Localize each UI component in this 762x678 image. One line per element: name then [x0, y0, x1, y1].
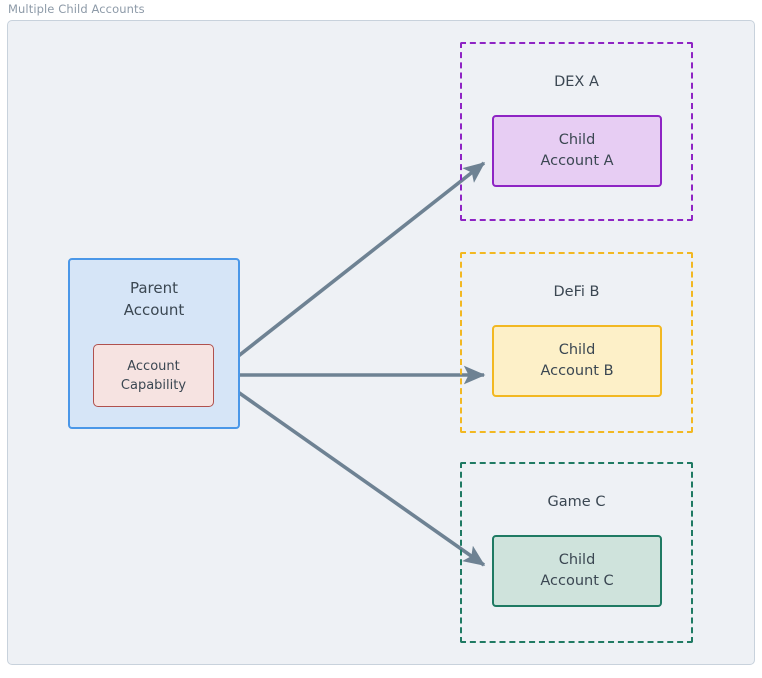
child-account-b-label-line2: Account B: [540, 363, 614, 379]
child-account-a-label-line2: Account A: [540, 153, 614, 169]
child-account-c-label-line1: Child: [558, 552, 596, 568]
child-account-b-node[interactable]: Child Account B: [492, 325, 662, 397]
parent-account-label-line2: Account: [123, 301, 185, 319]
group-dex-a[interactable]: DEX A: [460, 42, 693, 221]
account-capability-label-line1: Account: [127, 358, 180, 374]
child-account-c-node[interactable]: Child Account C: [492, 535, 662, 607]
diagram-title: Multiple Child Accounts: [8, 2, 145, 16]
account-capability-label-line2: Capability: [120, 377, 187, 393]
child-account-a-label-line1: Child: [558, 132, 596, 148]
group-game-c-title: Game C: [547, 494, 606, 510]
group-defi-b-title: DeFi B: [553, 284, 600, 300]
child-account-c-label-line2: Account C: [540, 573, 614, 589]
child-account-b-label-line1: Child: [558, 342, 596, 358]
parent-account-label-line1: Parent: [129, 279, 179, 297]
group-dex-a-title: DEX A: [554, 74, 599, 90]
child-account-a-node[interactable]: Child Account A: [492, 115, 662, 187]
group-defi-b[interactable]: DeFi B: [460, 252, 693, 433]
group-game-c[interactable]: Game C: [460, 462, 693, 643]
account-capability-node[interactable]: Account Capability: [93, 344, 214, 407]
